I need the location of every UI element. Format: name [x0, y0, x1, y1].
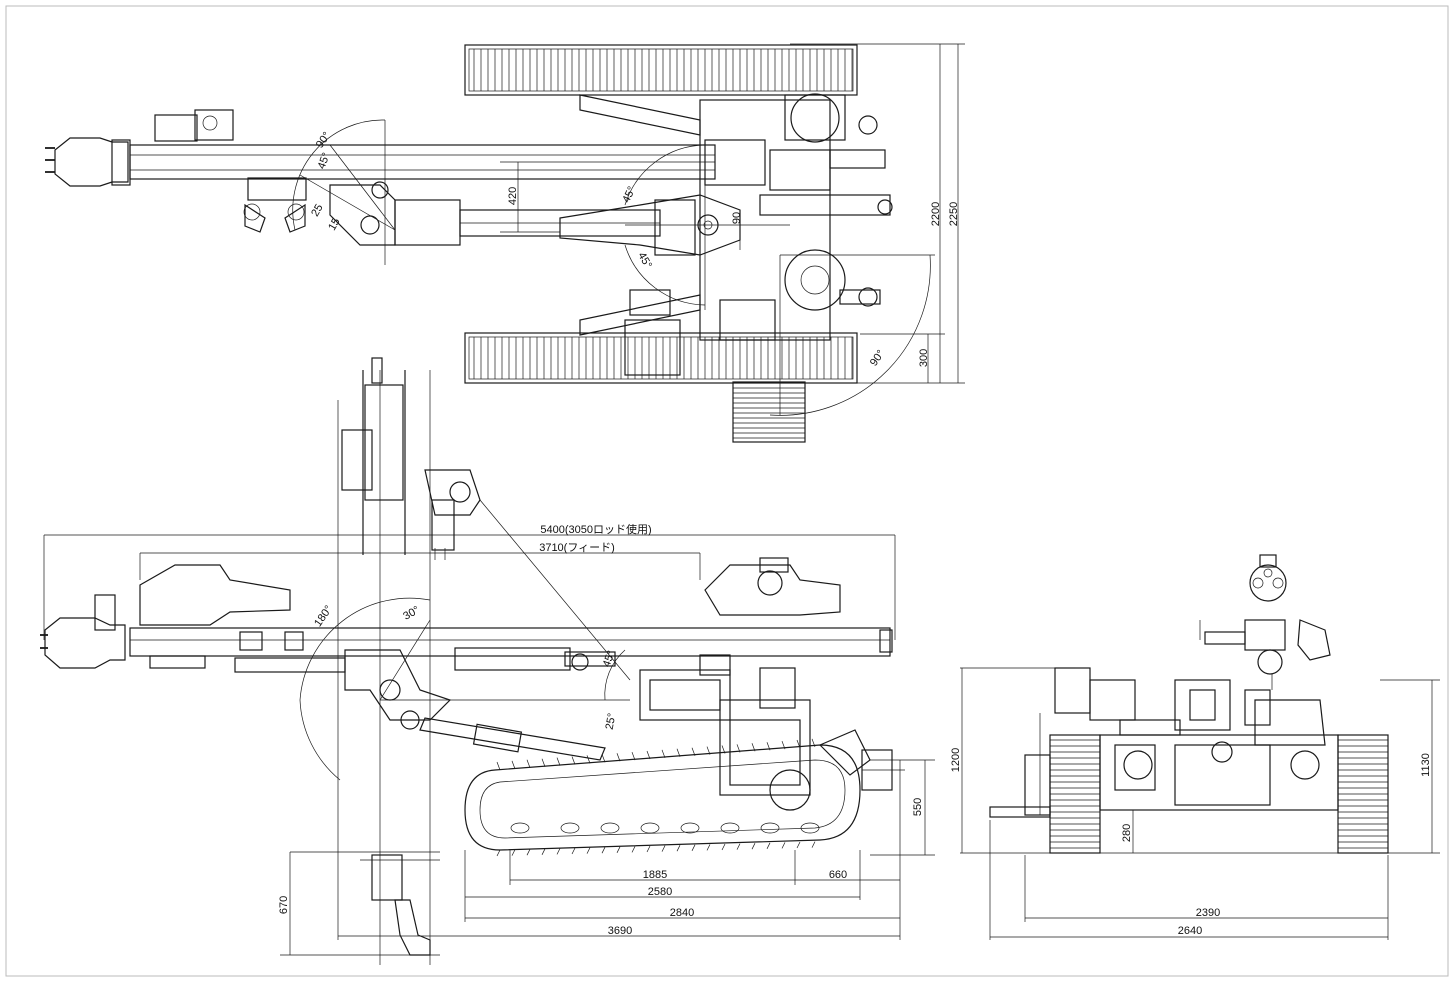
- top-boom: [45, 109, 716, 233]
- top-body: [579, 93, 893, 376]
- dim-3690: 3690: [608, 925, 632, 937]
- sheet-border: [5, 5, 1449, 977]
- dim-5400: 5400(3050ロッド使用): [540, 523, 651, 536]
- front-view: [960, 554, 1440, 940]
- dim-660: 660: [829, 869, 847, 881]
- front-left-track: [1049, 734, 1101, 854]
- angle-90-mid: 90: [731, 212, 743, 224]
- angle-25-side: 25°: [604, 712, 619, 730]
- dim-2200: 2200: [930, 202, 942, 226]
- angle-15: 15: [326, 216, 343, 233]
- top-lower-track: [464, 332, 858, 384]
- angle-25: 25: [309, 202, 326, 219]
- side-view: [40, 357, 935, 965]
- angle-90-left: 90°: [314, 130, 333, 151]
- angle-180: 180°: [312, 604, 335, 630]
- dim-420: 420: [507, 187, 519, 205]
- top-view: [45, 43, 965, 443]
- angle-45-left: 45°: [316, 151, 333, 171]
- dim-670: 670: [278, 896, 290, 914]
- dim-2640: 2640: [1178, 925, 1202, 937]
- dim-1885: 1885: [643, 869, 667, 881]
- side-vertical-mast: [290, 357, 481, 965]
- angle-45-mid-lower: 45°: [635, 250, 654, 270]
- front-right-track: [1337, 734, 1389, 854]
- front-dimensions: [960, 667, 1440, 940]
- front-dimension-labels: 1200 1130 280 2390 2640: [950, 748, 1432, 937]
- dim-280: 280: [1121, 824, 1133, 842]
- top-rear-step: [732, 381, 806, 443]
- front-body: [989, 554, 1339, 818]
- side-crawler: [464, 738, 861, 857]
- top-upper-track: [464, 44, 858, 96]
- side-dimension-labels: 5400(3050ロッド使用) 3710(フィード) 1885 660 2580…: [278, 523, 924, 937]
- dim-1130: 1130: [1420, 753, 1432, 777]
- dim-2250: 2250: [948, 202, 960, 226]
- dim-2840: 2840: [670, 907, 694, 919]
- dim-2580: 2580: [648, 886, 672, 898]
- top-dimensions: [500, 43, 965, 384]
- dim-2390: 2390: [1196, 907, 1220, 919]
- angle-90-right: 90°: [868, 348, 887, 369]
- angle-45-mid-upper: 45°: [620, 185, 638, 205]
- dim-550: 550: [912, 798, 924, 816]
- dim-1200: 1200: [950, 748, 962, 772]
- side-arm: [234, 499, 631, 781]
- dim-300: 300: [918, 349, 930, 367]
- angle-45: 45°: [601, 649, 618, 669]
- side-dimensions: [43, 534, 935, 956]
- side-horizontal-boom: [40, 557, 893, 669]
- side-body: [639, 654, 905, 811]
- angle-30: 30°: [401, 604, 421, 623]
- top-swing-arm: [329, 181, 741, 256]
- dim-3710: 3710(フィード): [539, 542, 615, 554]
